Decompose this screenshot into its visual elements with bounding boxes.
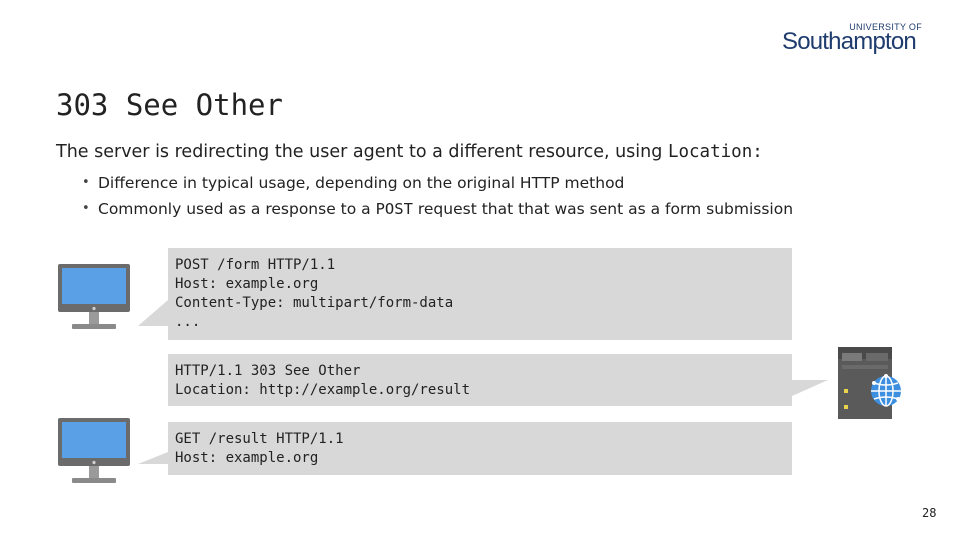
computer-icon [58,418,130,483]
bullet-code: POST [375,200,413,218]
logo-university-of: UNIVERSITY OF [849,22,922,32]
bullet-text: Difference in typical usage, depending o… [98,174,625,192]
bullet-list: Difference in typical usage, depending o… [82,170,793,222]
page-number: 28 [922,506,937,520]
bullet-item: Commonly used as a response to a POST re… [82,196,793,222]
bullet-item: Difference in typical usage, depending o… [82,170,793,196]
speech-tail [792,380,828,396]
slide-title: 303 See Other [56,88,283,122]
computer-icon [58,264,130,329]
intro-paragraph: The server is redirecting the user agent… [56,142,763,162]
server-icon [838,347,901,419]
logo-southampton: Southampton [782,28,917,55]
response-message-bubble: HTTP/1.1 303 See Other Location: http://… [168,354,792,406]
speech-tail [138,300,168,326]
intro-text: The server is redirecting the user agent… [56,142,668,162]
redirect-request-bubble: GET /result HTTP/1.1 Host: example.org [168,422,792,475]
speech-tail [138,452,168,464]
bullet-text-after: request that that was sent as a form sub… [412,200,794,218]
intro-code: Location: [667,142,763,162]
bullet-text-before: Commonly used as a response to a [98,200,376,218]
university-logo: UNIVERSITY OF Southampton [780,18,930,58]
request-message-bubble: POST /form HTTP/1.1 Host: example.org Co… [168,248,792,340]
